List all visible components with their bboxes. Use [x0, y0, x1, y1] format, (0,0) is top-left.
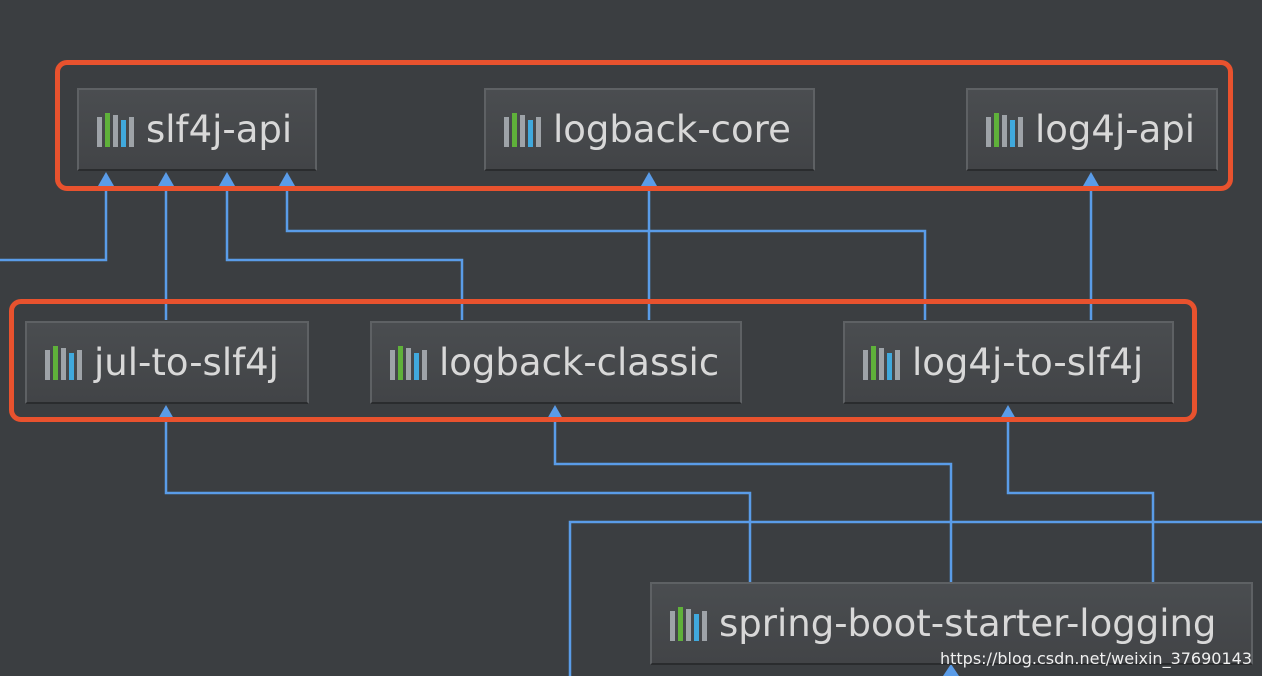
- node-logback-core[interactable]: logback-core: [484, 88, 815, 171]
- maven-library-icon: [863, 345, 900, 380]
- arrowhead: [641, 172, 657, 186]
- node-slf4j-api[interactable]: slf4j-api: [77, 88, 317, 171]
- edge-starter-to-jul-to-slf4j: [164, 418, 752, 582]
- node-label: slf4j-api: [146, 108, 293, 151]
- node-label: spring-boot-starter-logging: [719, 602, 1217, 645]
- maven-library-icon: [390, 345, 427, 380]
- node-log4j-api[interactable]: log4j-api: [966, 88, 1218, 171]
- edge-external-to-slf4j-api: [0, 185, 108, 262]
- watermark-text: https://blog.csdn.net/weixin_37690143: [939, 649, 1252, 668]
- maven-library-icon: [45, 345, 82, 380]
- arrowhead: [1083, 172, 1099, 186]
- node-label: logback-classic: [439, 341, 720, 384]
- maven-library-icon: [97, 112, 134, 147]
- node-log4j-to-slf4j[interactable]: log4j-to-slf4j: [843, 321, 1174, 404]
- edge-external-passing: [568, 520, 1262, 676]
- node-logback-classic[interactable]: logback-classic: [370, 321, 742, 404]
- node-label: log4j-api: [1035, 108, 1196, 151]
- maven-library-icon: [670, 606, 707, 641]
- arrowhead: [158, 172, 174, 186]
- edge-starter-to-logback-classic: [553, 418, 953, 582]
- top-group-highlight: [55, 60, 1233, 191]
- edge-starter-to-log4j-to-slf4j: [1006, 418, 1155, 582]
- arrowhead: [219, 172, 235, 186]
- arrowhead: [547, 405, 563, 419]
- node-spring-boot-starter-logging[interactable]: spring-boot-starter-logging: [650, 582, 1253, 665]
- middle-group-highlight: [9, 299, 1197, 422]
- node-label: logback-core: [553, 108, 791, 151]
- arrowhead: [279, 172, 295, 186]
- maven-library-icon: [986, 112, 1023, 147]
- edge-logback-classic-to-slf4j-api: [225, 185, 464, 320]
- arrowhead: [943, 664, 959, 676]
- arrowhead: [98, 172, 114, 186]
- arrowhead: [158, 405, 174, 419]
- edge-log4j-to-slf4j-to-slf4j-api: [285, 185, 927, 320]
- arrowhead: [1000, 405, 1016, 419]
- node-label: log4j-to-slf4j: [912, 341, 1144, 384]
- node-label: jul-to-slf4j: [94, 341, 279, 384]
- node-jul-to-slf4j[interactable]: jul-to-slf4j: [25, 321, 309, 404]
- maven-library-icon: [504, 112, 541, 147]
